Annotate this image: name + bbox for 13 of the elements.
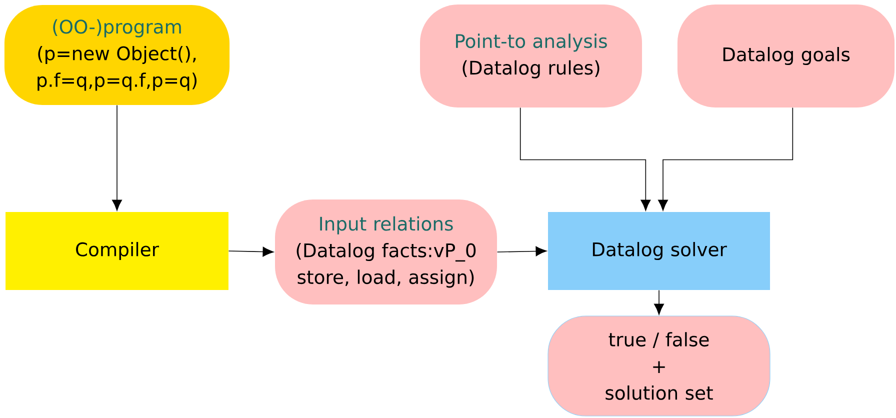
arrow (654, 290, 664, 315)
process-box: Compiler (6, 212, 228, 290)
rounded-box: (OO-)program (p=new Object(), p.f=q,p=q.f,p=q) (4, 5, 230, 105)
arrow (112, 104, 122, 211)
rounded-box: true / false + solution set (548, 316, 770, 416)
rounded-box: Input relations (Datalog facts:vP_0 store, load, assign) (275, 199, 497, 305)
process-box: Datalog solver (548, 212, 770, 290)
rounded-box: Point-to analysis (Datalog rules) (420, 4, 642, 108)
arrow (520, 107, 651, 211)
arrow (228, 246, 274, 257)
rounded-box: Datalog goals (677, 4, 895, 108)
arrow (496, 246, 547, 256)
arrow (658, 107, 794, 211)
